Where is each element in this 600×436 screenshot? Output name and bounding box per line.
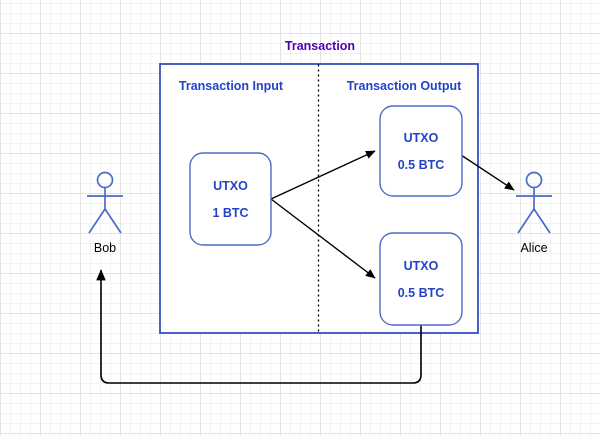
input-utxo-amount: 1 BTC <box>212 206 248 220</box>
bob-stick-figure-icon <box>87 171 123 234</box>
bob-label: Bob <box>94 241 116 255</box>
input-utxo-box <box>189 152 272 246</box>
output-utxo1-box <box>379 105 463 197</box>
arrow-input-to-output2 <box>270 198 376 279</box>
diagram-title: Transaction <box>285 39 355 53</box>
alice-label: Alice <box>520 241 547 255</box>
output-utxo2-box <box>379 232 463 326</box>
actor-bob: Bob <box>87 171 123 255</box>
output-section-label: Transaction Output <box>347 79 462 93</box>
arrow-output1-to-alice <box>460 154 515 191</box>
output-utxo2-title: UTXO <box>404 259 439 273</box>
actor-alice: Alice <box>516 171 552 255</box>
output-utxo1-amount: 0.5 BTC <box>398 158 445 172</box>
output-utxo1-node: UTXO 0.5 BTC <box>379 105 463 197</box>
input-section-label: Transaction Input <box>179 79 284 93</box>
arrow-change-to-bob <box>96 269 422 384</box>
input-utxo-node: UTXO 1 BTC <box>189 152 272 246</box>
output-utxo1-title: UTXO <box>404 131 439 145</box>
input-utxo-title: UTXO <box>213 179 248 193</box>
output-utxo2-amount: 0.5 BTC <box>398 286 445 300</box>
arrow-input-to-output1 <box>270 150 376 200</box>
output-utxo2-node: UTXO 0.5 BTC <box>379 232 463 326</box>
alice-stick-figure-icon <box>516 171 552 234</box>
